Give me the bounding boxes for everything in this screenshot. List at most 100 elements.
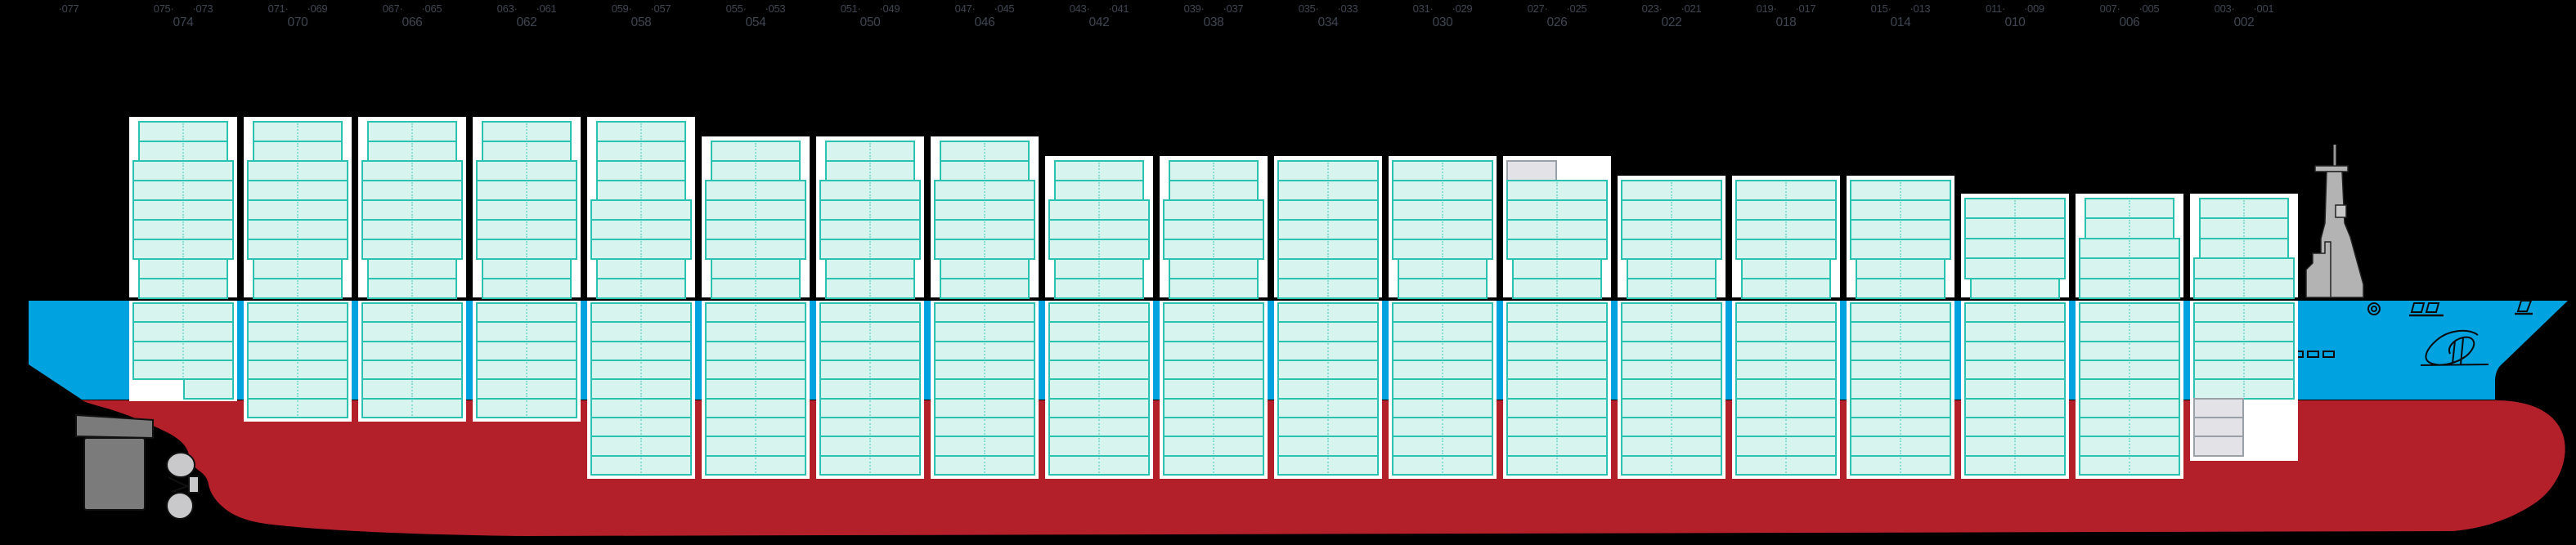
- even-bay-label[interactable]: 058: [631, 16, 652, 29]
- odd-bay-label[interactable]: ·025: [1566, 2, 1587, 15]
- bay-label-077[interactable]: ·077: [58, 2, 79, 15]
- even-bay-label[interactable]: 046: [974, 16, 995, 29]
- twenty-foot-divider: [1098, 221, 1100, 238]
- twenty-foot-divider: [869, 342, 871, 359]
- container-cell: [934, 180, 1035, 201]
- even-bay-label[interactable]: 062: [516, 16, 537, 29]
- even-bay-label[interactable]: 002: [2233, 16, 2255, 29]
- odd-bay-label[interactable]: 071·: [267, 2, 289, 15]
- odd-bay-label[interactable]: 003·: [2214, 2, 2235, 15]
- odd-bay-label[interactable]: 047·: [954, 2, 976, 15]
- container-cell: [819, 454, 921, 476]
- odd-bay-label[interactable]: 075·: [153, 2, 174, 15]
- twenty-foot-divider: [2014, 400, 2016, 416]
- twenty-foot-divider: [2014, 305, 2016, 321]
- twenty-foot-divider: [297, 163, 298, 179]
- odd-bay-numbers: 059· ·057: [584, 3, 698, 15]
- odd-bay-label[interactable]: ·009: [2024, 2, 2044, 15]
- odd-bay-label[interactable]: ·069: [307, 2, 328, 15]
- odd-bay-label[interactable]: ·005: [2138, 2, 2160, 15]
- container-cell: [2193, 378, 2295, 400]
- odd-bay-label[interactable]: 055·: [725, 2, 747, 15]
- even-bay-label[interactable]: 034: [1317, 16, 1339, 29]
- odd-bay-label[interactable]: ·013: [1910, 2, 1931, 15]
- container-cell: [247, 160, 348, 181]
- twenty-foot-divider: [1785, 305, 1787, 321]
- twenty-foot-divider: [1327, 202, 1329, 218]
- odd-bay-label[interactable]: 015·: [1870, 2, 1892, 15]
- twenty-foot-divider: [2129, 220, 2130, 237]
- even-bay-label[interactable]: 054: [745, 16, 766, 29]
- odd-bay-label[interactable]: 035·: [1298, 2, 1319, 15]
- odd-bay-label[interactable]: 043·: [1069, 2, 1090, 15]
- even-bay-label[interactable]: 038: [1203, 16, 1224, 29]
- twenty-foot-divider: [1098, 163, 1100, 179]
- odd-bay-label[interactable]: ·017: [1795, 2, 1816, 15]
- odd-bay-label[interactable]: 007·: [2099, 2, 2120, 15]
- even-bay-label[interactable]: 014: [1890, 16, 1911, 29]
- even-bay-label[interactable]: 006: [2119, 16, 2140, 29]
- odd-bay-label[interactable]: 039·: [1183, 2, 1205, 15]
- odd-bay-label[interactable]: 063·: [496, 2, 518, 15]
- even-bay-label[interactable]: 042: [1088, 16, 1110, 29]
- twenty-foot-divider: [1442, 202, 1443, 218]
- odd-bay-label[interactable]: ·037: [1223, 2, 1244, 15]
- twenty-foot-divider: [640, 182, 642, 199]
- even-bay-label[interactable]: 066: [402, 16, 423, 29]
- odd-bay-label[interactable]: ·061: [536, 2, 557, 15]
- odd-bay-label[interactable]: ·041: [1108, 2, 1129, 15]
- odd-bay-label[interactable]: ·065: [421, 2, 442, 15]
- odd-bay-label[interactable]: 019·: [1756, 2, 1777, 15]
- twenty-foot-divider: [1556, 202, 1558, 218]
- odd-bay-label[interactable]: 067·: [382, 2, 403, 15]
- even-bay-label[interactable]: 050: [859, 16, 881, 29]
- odd-bay-label[interactable]: 027·: [1527, 2, 1548, 15]
- twenty-foot-divider: [1213, 261, 1214, 277]
- even-bay-label[interactable]: 070: [287, 16, 308, 29]
- odd-bay-label[interactable]: ·049: [879, 2, 900, 15]
- odd-bay-label[interactable]: 051·: [840, 2, 861, 15]
- odd-bay-label[interactable]: 011·: [1986, 2, 2006, 15]
- odd-bay-label[interactable]: 031·: [1412, 2, 1434, 15]
- twenty-foot-divider: [1442, 241, 1443, 257]
- even-bay-label[interactable]: 074: [173, 16, 194, 29]
- odd-bay-label[interactable]: ·021: [1681, 2, 1702, 15]
- odd-bay-label[interactable]: 023·: [1641, 2, 1663, 15]
- even-bay-label[interactable]: 018: [1775, 16, 1797, 29]
- odd-bay-label[interactable]: ·057: [650, 2, 671, 15]
- even-bay-label[interactable]: 026: [1546, 16, 1568, 29]
- odd-bay-label[interactable]: ·001: [2253, 2, 2274, 15]
- container-cell: [590, 340, 692, 361]
- odd-bay-label[interactable]: 059·: [611, 2, 632, 15]
- odd-bay-label[interactable]: ·029: [1452, 2, 1473, 15]
- container-cell: [1048, 321, 1150, 342]
- twenty-foot-divider: [411, 241, 413, 257]
- even-bay-label[interactable]: 022: [1661, 16, 1682, 29]
- even-bay-label[interactable]: 030: [1432, 16, 1453, 29]
- odd-bay-label[interactable]: ·045: [994, 2, 1015, 15]
- odd-bay-label[interactable]: ·053: [765, 2, 786, 15]
- odd-bay-label[interactable]: ·033: [1337, 2, 1358, 15]
- odd-bay-numbers: 047· ·045: [927, 3, 1042, 15]
- even-bay-label[interactable]: 010: [2004, 16, 2026, 29]
- odd-bay-label[interactable]: ·073: [192, 2, 213, 15]
